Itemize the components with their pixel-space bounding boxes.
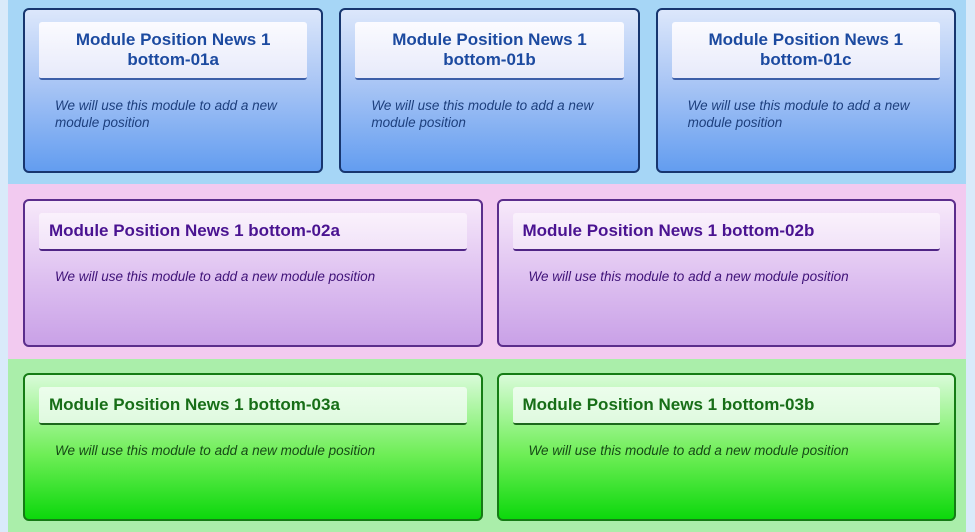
module-title: Module Position News 1 bottom-03a (49, 395, 340, 414)
module-header: Module Position News 1 bottom-02a (39, 213, 467, 251)
module-header: Module Position News 1 bottom-03b (512, 387, 940, 425)
module-box-bottom-02b: Module Position News 1 bottom-02b We wil… (496, 199, 956, 347)
module-header: Module Position News 1 bottom-02b (512, 213, 940, 251)
module-title: Module Position News 1 bottom-02b (522, 221, 815, 240)
module-description: We will use this module to add a new mod… (528, 443, 849, 458)
module-description: We will use this module to add a new mod… (371, 98, 594, 130)
module-title: Module Position News 1 bottom-01c (708, 30, 904, 69)
module-row-bottom-02: Module Position News 1 bottom-02a We wil… (8, 184, 966, 359)
module-title: Module Position News 1 bottom-02a (49, 221, 340, 240)
module-title: Module Position News 1 bottom-01a (75, 30, 271, 69)
module-header: Module Position News 1 bottom-01a (39, 22, 308, 80)
module-header: Module Position News 1 bottom-01b (355, 22, 624, 80)
module-box-bottom-01c: Module Position News 1 bottom-01c We wil… (655, 8, 956, 173)
module-box-bottom-01b: Module Position News 1 bottom-01b We wil… (339, 8, 640, 173)
module-box-bottom-03a: Module Position News 1 bottom-03a We wil… (23, 373, 483, 521)
module-box-bottom-01a: Module Position News 1 bottom-01a We wil… (23, 8, 324, 173)
module-row-bottom-03: Module Position News 1 bottom-03a We wil… (8, 359, 966, 532)
module-header: Module Position News 1 bottom-01c (671, 22, 940, 80)
module-title: Module Position News 1 bottom-03b (522, 395, 815, 414)
module-row-bottom-01: Module Position News 1 bottom-01a We wil… (8, 0, 966, 184)
module-description: We will use this module to add a new mod… (528, 269, 849, 284)
module-header: Module Position News 1 bottom-03a (39, 387, 467, 425)
module-description: We will use this module to add a new mod… (55, 98, 277, 130)
module-description: We will use this module to add a new mod… (687, 98, 910, 130)
module-description: We will use this module to add a new mod… (55, 269, 376, 284)
module-box-bottom-03b: Module Position News 1 bottom-03b We wil… (496, 373, 956, 521)
module-title: Module Position News 1 bottom-01b (392, 30, 587, 69)
module-description: We will use this module to add a new mod… (55, 443, 376, 458)
module-box-bottom-02a: Module Position News 1 bottom-02a We wil… (23, 199, 483, 347)
